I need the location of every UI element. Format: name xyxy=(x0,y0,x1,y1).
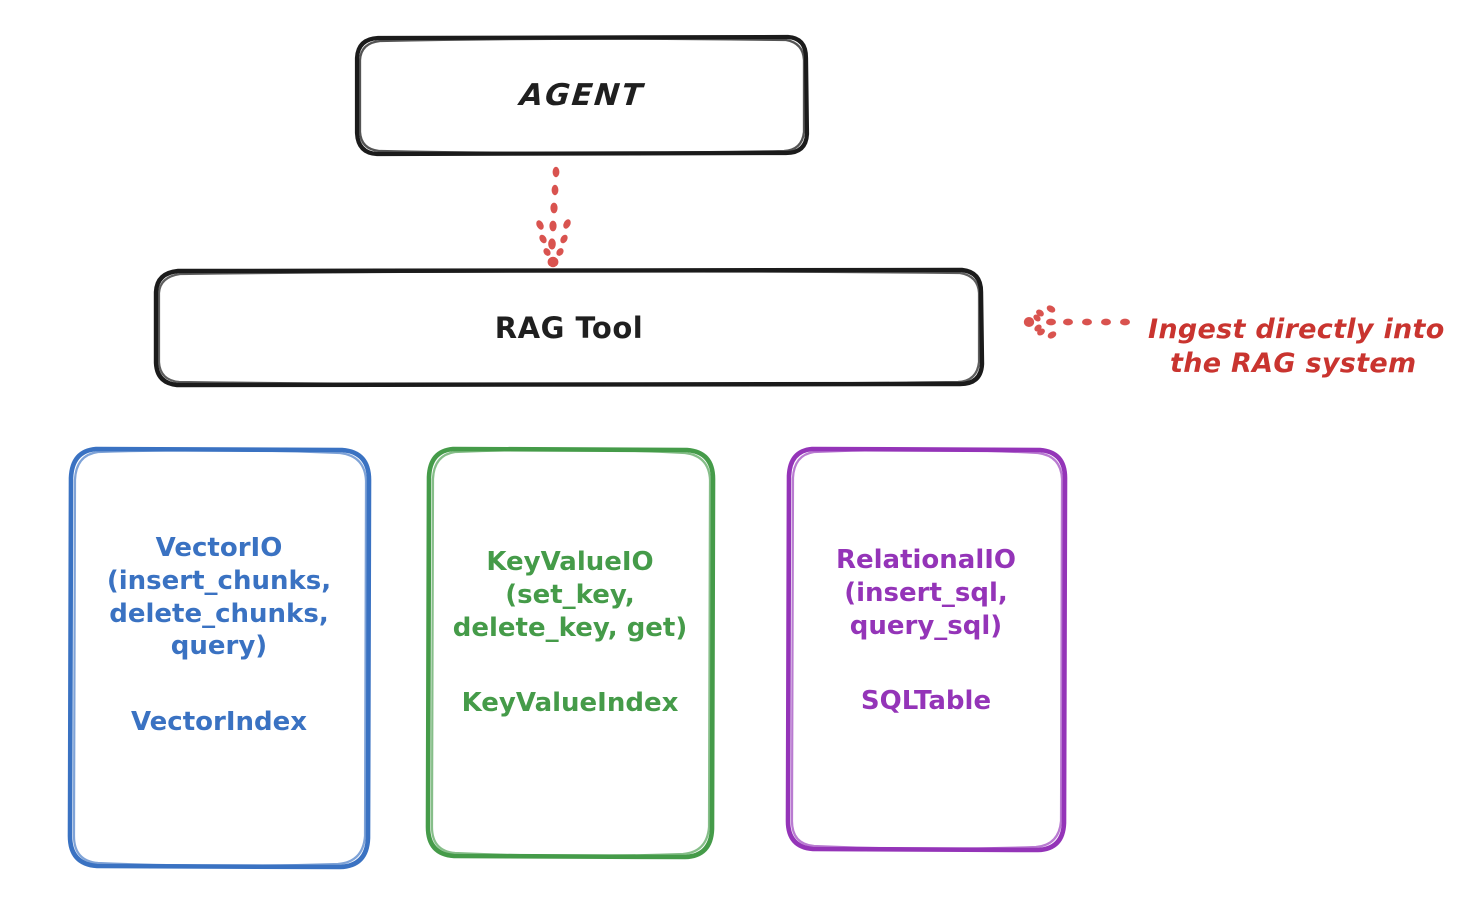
vector-io-box-outline xyxy=(67,446,372,870)
relational-io-box-outline xyxy=(785,446,1068,853)
agent-label: AGENT xyxy=(518,77,646,113)
key-value-io-title: KeyValueIO (set_key, delete_key, get) xyxy=(452,547,688,643)
agent-to-rag-tool-arrow xyxy=(536,166,571,268)
key-value-io-box-outline xyxy=(425,446,716,860)
ingest-annotation-line-1: Ingest directly into xyxy=(1148,313,1445,345)
ingest-annotation-arrow xyxy=(1023,305,1130,339)
key-value-io-node[interactable]: KeyValueIO (set_key, delete_key, get) Ke… xyxy=(426,448,714,858)
relational-io-body: RelationalIO (insert_sql, query_sql) SQL… xyxy=(786,544,1066,716)
ingest-annotation-line-2: the RAG system xyxy=(1170,348,1417,380)
vector-io-title: VectorIO (insert_chunks, delete_chunks, … xyxy=(106,533,332,662)
key-value-io-index-label: KeyValueIndex xyxy=(461,688,679,719)
vector-io-index-label: VectorIndex xyxy=(130,707,308,737)
agent-node[interactable]: AGENT xyxy=(356,36,808,154)
vector-io-node[interactable]: VectorIO (insert_chunks, delete_chunks, … xyxy=(68,448,370,868)
relational-io-title: RelationalIO (insert_sql, query_sql) xyxy=(835,545,1017,641)
relational-io-node[interactable]: RelationalIO (insert_sql, query_sql) SQL… xyxy=(786,448,1066,852)
relational-io-index-label: SQLTable xyxy=(860,686,992,717)
vector-io-body: VectorIO (insert_chunks, delete_chunks, … xyxy=(68,532,370,737)
key-value-io-body: KeyValueIO (set_key, delete_key, get) Ke… xyxy=(426,546,714,718)
rag-tool-node[interactable]: RAG Tool xyxy=(155,270,983,386)
ingest-annotation: Ingest directly into the RAG system xyxy=(1148,278,1468,416)
rag-tool-label: RAG Tool xyxy=(494,311,644,345)
agent-box-outline xyxy=(354,34,810,157)
rag-tool-box-outline xyxy=(153,267,985,388)
